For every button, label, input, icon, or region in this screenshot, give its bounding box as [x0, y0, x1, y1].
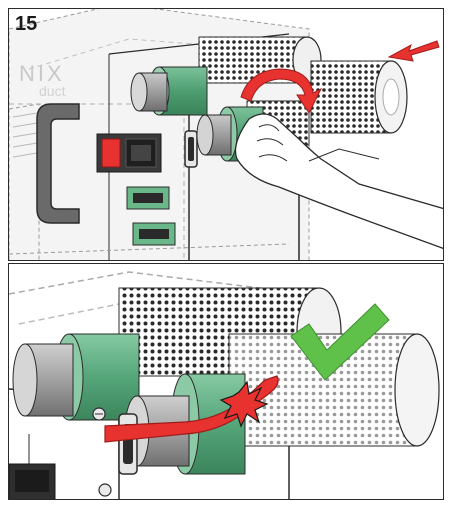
- collision-icon: [219, 380, 269, 428]
- install-illustration: [9, 9, 443, 260]
- step-panel-install: 15 NIX duct: [8, 8, 444, 261]
- insert-arrow-icon: [387, 40, 440, 62]
- step-number: 15: [15, 13, 38, 35]
- handle: [36, 103, 80, 224]
- check-icon: [290, 303, 390, 381]
- step-panel-result: [8, 263, 444, 500]
- result-illustration: [9, 271, 440, 499]
- filter-upper: [130, 36, 322, 116]
- connector-ports: [126, 186, 176, 246]
- strap-icon: [104, 375, 279, 443]
- device-brand-text: NIX: [19, 61, 65, 86]
- device-brand-subtext: duct: [39, 83, 66, 99]
- hand: [234, 113, 443, 249]
- filter-new: [310, 60, 408, 134]
- power-switch: [96, 133, 162, 173]
- rotate-arrow-icon: [240, 68, 323, 114]
